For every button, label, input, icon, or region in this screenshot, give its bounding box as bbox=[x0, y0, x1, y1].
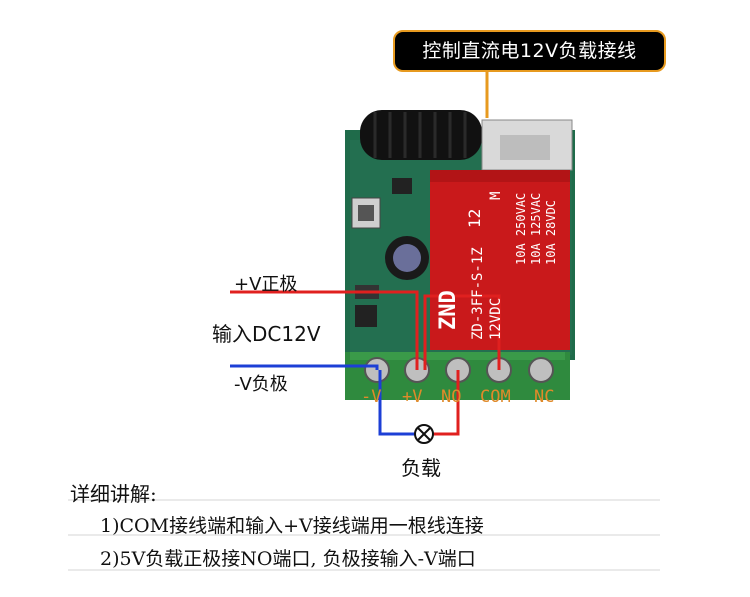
notes-title: 详细讲解: bbox=[70, 482, 157, 506]
relay-rating-2: 10A 125VAC bbox=[529, 193, 543, 265]
note-line-2: 2)5V负载正极接NO端口, 负极接输入-V端口 bbox=[100, 548, 476, 570]
label-pos: +V正极 bbox=[234, 274, 298, 295]
terminal-label-pos: +V bbox=[402, 387, 422, 407]
label-input: 输入DC12V bbox=[212, 322, 321, 346]
relay-m: M bbox=[488, 192, 504, 200]
wire-neg-input bbox=[230, 364, 379, 370]
terminal-label-nc: NC bbox=[534, 387, 554, 407]
relay-edge bbox=[430, 170, 570, 182]
terminal-label-no: NO bbox=[441, 387, 461, 407]
terminal-labels: -V +V NO COM NC bbox=[361, 387, 554, 407]
chip-1 bbox=[392, 178, 412, 194]
terminal-label-com: COM bbox=[480, 387, 511, 407]
pair-button-cap bbox=[358, 205, 374, 221]
relay-markings: ZND ZD-3FF-S-1Z 12VDC 12 M 10A 250VAC 10… bbox=[436, 192, 558, 340]
relay-rating-3: 10A 28VDC bbox=[544, 200, 558, 265]
relay-rating-1: 10A 250VAC bbox=[514, 193, 528, 265]
screw-nc bbox=[528, 357, 554, 383]
relay-model: ZD-3FF-S-1Z bbox=[470, 247, 486, 340]
capacitor-top bbox=[393, 244, 421, 272]
relay-number: 12 bbox=[465, 209, 484, 228]
terminal-screws bbox=[364, 357, 554, 383]
wire-pos-input bbox=[230, 290, 419, 370]
terminal-label-neg: -V bbox=[361, 387, 381, 407]
label-neg: -V负极 bbox=[234, 374, 288, 395]
terminal-block-top bbox=[350, 352, 565, 360]
note-line-1: 1)COM接线端和输入+V接线端用一根线连接 bbox=[100, 515, 484, 537]
wire-com-jumper bbox=[423, 294, 501, 370]
pin-header-slot bbox=[500, 135, 550, 160]
relay-brand: ZND bbox=[436, 290, 461, 330]
relay-coil: 12VDC bbox=[488, 298, 504, 340]
coil-windings bbox=[373, 112, 467, 158]
wire-load-neg bbox=[378, 370, 415, 436]
wire-load-pos bbox=[433, 370, 460, 436]
callout-title: 控制直流电12V负载接线 bbox=[393, 30, 666, 72]
chip-3 bbox=[355, 305, 377, 327]
label-load: 负载 bbox=[401, 456, 441, 480]
